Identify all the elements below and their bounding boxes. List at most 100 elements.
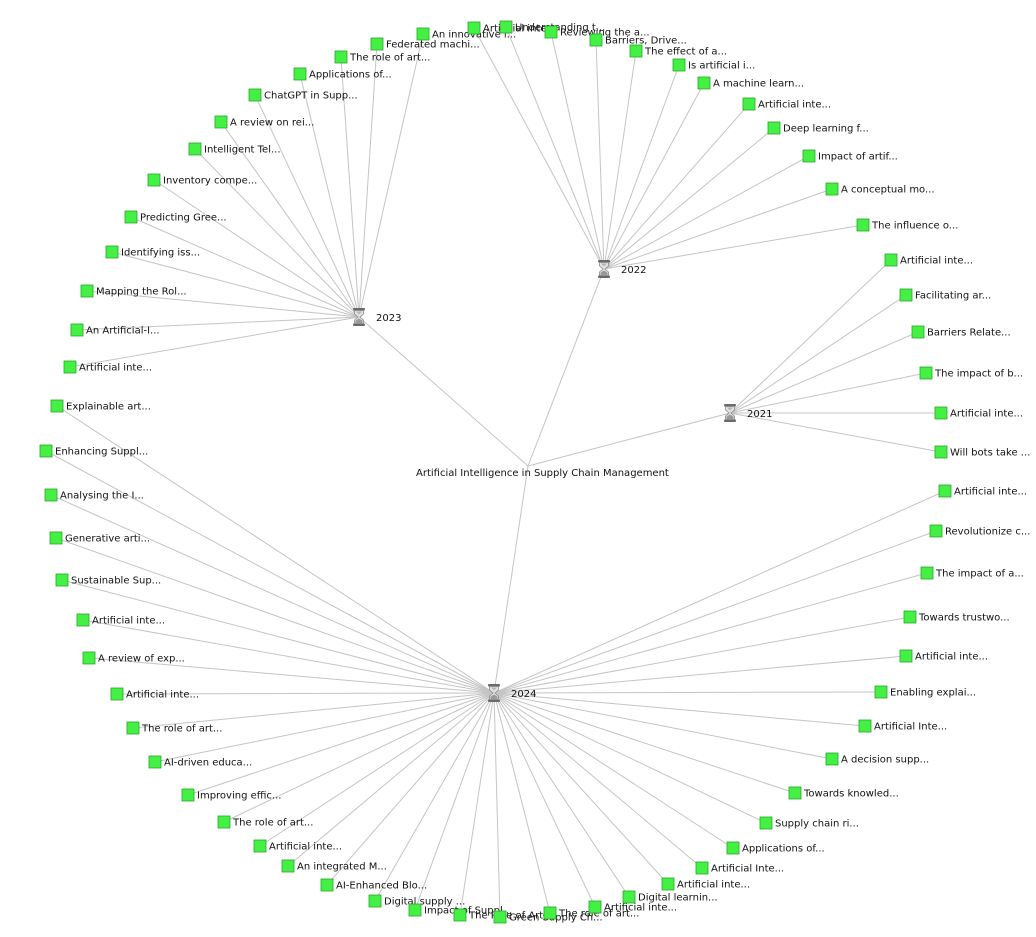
leaf-label: Understanding t... xyxy=(515,23,605,34)
leaf-node-2022-3[interactable]: Barriers, Drive... xyxy=(589,33,687,47)
leaf-node-2023-2[interactable]: The role of art... xyxy=(334,50,430,64)
green-square-icon xyxy=(726,841,740,855)
leaf-node-2024-21[interactable]: Digital learnin... xyxy=(622,890,718,904)
edge-2024-10 xyxy=(187,692,495,796)
leaf-node-2022-5[interactable]: Is artificial i... xyxy=(672,58,755,72)
leaf-node-2021-2[interactable]: Barriers Relate... xyxy=(911,325,1011,339)
leaf-label: Intelligent Tel... xyxy=(204,145,281,156)
year-node-2024[interactable]: 2024 xyxy=(488,684,536,702)
leaf-node-2024-27[interactable]: A decision supp... xyxy=(825,752,929,766)
leaf-node-2024-3[interactable]: Generative arti... xyxy=(49,531,150,545)
edge-2023-6 xyxy=(194,148,360,318)
leaf-node-2022-11[interactable]: The influence o... xyxy=(856,218,958,232)
leaf-node-2024-24[interactable]: Applications of... xyxy=(726,841,825,855)
leaf-node-2024-34[interactable]: Artificial inte... xyxy=(938,484,1027,498)
leaf-label: The role of art... xyxy=(232,818,313,829)
green-square-icon xyxy=(281,859,295,873)
leaf-node-2024-13[interactable]: An integrated M... xyxy=(281,859,387,873)
leaf-node-2023-9[interactable]: Identifying iss... xyxy=(105,245,200,259)
leaf-node-2024-23[interactable]: Artificial Inte... xyxy=(695,861,784,875)
edge-2024-21 xyxy=(493,692,630,898)
leaf-node-2024-26[interactable]: Towards knowled... xyxy=(788,786,899,800)
green-square-icon xyxy=(50,399,64,413)
leaf-node-2024-15[interactable]: Digital supply ... xyxy=(368,894,465,908)
green-square-icon xyxy=(920,566,934,580)
leaf-node-2022-9[interactable]: Impact of artif... xyxy=(802,149,898,163)
leaf-node-2022-6[interactable]: A machine learn... xyxy=(697,76,804,90)
leaf-node-2024-31[interactable]: Towards trustwo... xyxy=(903,610,1010,624)
leaf-node-2024-20[interactable]: Artificial inte... xyxy=(588,900,677,914)
year-node-2022[interactable]: 2022 xyxy=(598,260,646,278)
leaf-node-2024-16[interactable]: Impact of Suppl... xyxy=(408,903,512,917)
leaf-node-2023-10[interactable]: Mapping the Rol... xyxy=(80,284,187,298)
hourglass-icon[interactable] xyxy=(488,684,500,702)
leaf-node-2021-0[interactable]: Artificial inte... xyxy=(884,253,973,267)
leaf-node-2024-14[interactable]: AI-Enhanced Blo... xyxy=(320,878,427,892)
leaf-node-2024-32[interactable]: The impact of a... xyxy=(920,566,1024,580)
leaf-node-2023-3[interactable]: Applications of... xyxy=(293,67,392,81)
leaf-node-2023-6[interactable]: Intelligent Tel... xyxy=(188,142,281,156)
leaf-node-2022-8[interactable]: Deep learning f... xyxy=(767,121,869,135)
year-node-2023[interactable]: 2023 xyxy=(353,308,401,326)
green-square-icon xyxy=(911,325,925,339)
leaf-label: Artificial Inte... xyxy=(874,722,947,733)
leaf-node-2024-7[interactable]: Artificial inte... xyxy=(110,687,199,701)
leaf-node-2023-7[interactable]: Inventory compe... xyxy=(147,173,257,187)
leaf-node-2021-3[interactable]: The impact of b... xyxy=(919,366,1023,380)
year-label: 2023 xyxy=(376,313,401,324)
leaf-label: Artificial inte... xyxy=(954,487,1027,498)
leaf-node-2024-4[interactable]: Sustainable Sup... xyxy=(55,573,161,587)
year-node-2021[interactable]: 2021 xyxy=(724,404,772,422)
leaf-node-2024-19[interactable]: The role of art... xyxy=(543,906,639,920)
leaf-node-2024-28[interactable]: Artificial Inte... xyxy=(858,719,947,733)
leaf-node-2024-6[interactable]: A review of exp... xyxy=(82,651,185,665)
leaf-node-2021-1[interactable]: Facilitating ar... xyxy=(899,288,991,302)
leaf-node-2022-4[interactable]: The effect of a... xyxy=(629,44,727,58)
leaf-node-2021-4[interactable]: Artificial inte... xyxy=(934,406,1023,420)
leaf-node-2024-9[interactable]: AI-driven educa... xyxy=(148,755,252,769)
leaf-node-2023-12[interactable]: Artificial inte... xyxy=(63,360,152,374)
leaf-node-2022-1[interactable]: Understanding t... xyxy=(499,20,605,34)
leaf-node-2022-10[interactable]: A conceptual mo... xyxy=(825,182,935,196)
leaf-node-2022-7[interactable]: Artificial inte... xyxy=(742,97,831,111)
leaf-node-2024-2[interactable]: Analysing the I... xyxy=(44,488,144,502)
leaf-node-2024-22[interactable]: Artificial inte... xyxy=(661,877,750,891)
leaf-node-2023-4[interactable]: ChatGPT in Supp... xyxy=(248,88,358,102)
leaf-label: An innovative i... xyxy=(432,30,516,41)
green-square-icon xyxy=(493,910,507,924)
edge-2024-31 xyxy=(493,616,911,694)
leaf-node-2024-25[interactable]: Supply chain ri... xyxy=(759,816,859,830)
edge-2023-0 xyxy=(358,33,424,318)
leaf-node-2024-11[interactable]: The role of art... xyxy=(217,815,313,829)
leaf-node-2023-5[interactable]: A review on rei... xyxy=(214,115,314,129)
leaf-node-2024-30[interactable]: Artificial inte... xyxy=(899,649,988,663)
leaf-node-2024-1[interactable]: Enhancing Suppl... xyxy=(39,444,148,458)
leaf-label: Towards knowled... xyxy=(803,789,899,800)
leaf-node-2022-2[interactable]: Reviewing the a... xyxy=(544,25,650,39)
leaf-node-2024-0[interactable]: Explainable art... xyxy=(50,399,151,413)
edge-2023-5 xyxy=(220,121,360,318)
leaf-node-2024-10[interactable]: Improving effic... xyxy=(181,788,281,802)
leaf-node-2024-5[interactable]: Artificial inte... xyxy=(76,613,165,627)
edge-2024-7 xyxy=(116,692,495,695)
leaf-label: Inventory compe... xyxy=(163,176,257,187)
leaf-node-2023-1[interactable]: Federated machi... xyxy=(370,37,480,51)
leaf-node-2023-8[interactable]: Predicting Gree... xyxy=(124,210,227,224)
green-square-icon xyxy=(82,651,96,665)
leaf-node-2023-0[interactable]: An innovative i... xyxy=(416,27,516,41)
green-square-icon xyxy=(188,142,202,156)
green-square-icon xyxy=(148,755,162,769)
leaf-node-2024-29[interactable]: Enabling explai... xyxy=(874,685,976,699)
leaf-node-2024-33[interactable]: Revolutionize c... xyxy=(929,524,1030,538)
hourglass-icon[interactable] xyxy=(598,260,610,278)
root-node-label[interactable]: Artificial Intelligence in Supply Chain … xyxy=(416,468,669,479)
leaf-node-2024-8[interactable]: The role of art... xyxy=(126,721,222,735)
leaf-node-2022-0[interactable]: Artificial inte... xyxy=(467,21,556,35)
leaf-node-2024-17[interactable]: The Role of Art... xyxy=(453,908,553,922)
leaf-node-2023-11[interactable]: An Artificial-I... xyxy=(70,323,160,337)
green-square-icon xyxy=(919,366,933,380)
hourglass-icon[interactable] xyxy=(353,308,365,326)
leaf-node-2021-5[interactable]: Will bots take ... xyxy=(934,445,1030,459)
leaf-node-2024-12[interactable]: Artificial inte... xyxy=(253,839,342,853)
hourglass-icon[interactable] xyxy=(724,404,736,422)
